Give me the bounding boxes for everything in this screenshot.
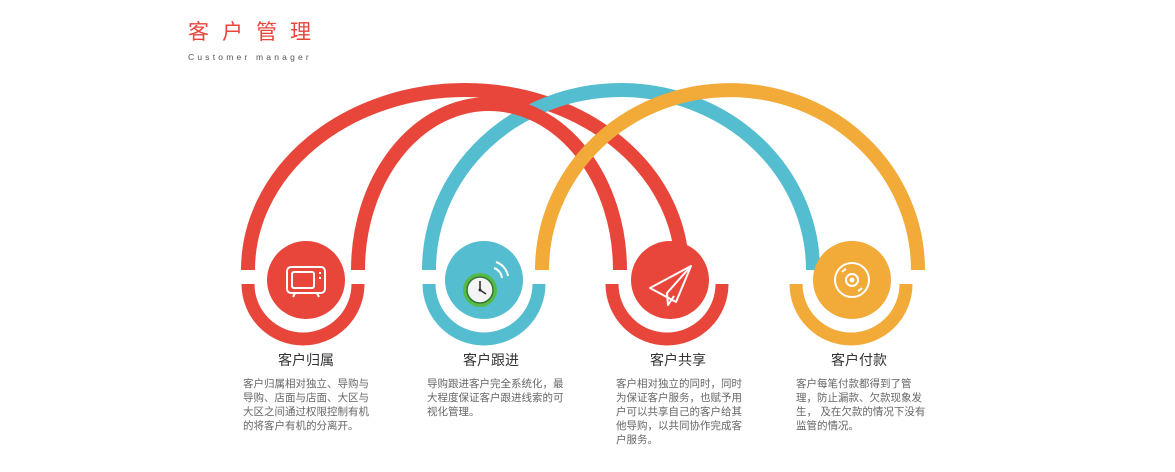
ring-orange-4 <box>789 283 913 346</box>
card-title-customer-follow-up: 客户跟进 <box>463 353 519 369</box>
paper-plane-icon <box>649 265 692 306</box>
ring-teal-2 <box>422 283 546 346</box>
monitor-icon <box>286 266 326 298</box>
page-title: 客户管理 <box>188 20 324 44</box>
arch-red-outer <box>241 83 689 271</box>
page-subtitle: Customer manager <box>188 52 312 62</box>
card-title-customer-payment: 客户付款 <box>831 353 887 369</box>
circle-red-3 <box>631 241 709 319</box>
card-desc-customer-follow-up: 导购跟进客户完全系统化，最大程度保证客户跟进线索的可视化管理。 <box>427 378 564 418</box>
card-desc-customer-ownership: 客户归属相对独立、导购与导购、店面与店面、大区与大区之间通过权限控制有机的将客户… <box>243 378 369 432</box>
clock-icon <box>463 261 509 307</box>
card-title-customer-ownership: 客户归属 <box>278 353 334 369</box>
circle-red-1 <box>267 241 345 319</box>
card-desc-customer-sharing: 客户相对独立的同时，同时为保证客户服务，也赋予用户可以共享自己的客户给其他导购，… <box>616 378 742 446</box>
ring-red-1 <box>241 283 365 346</box>
arch-red-inner <box>351 97 627 271</box>
arch-teal-outer <box>422 83 820 271</box>
arch-orange-outer <box>535 83 925 271</box>
card-title-customer-sharing: 客户共享 <box>650 353 706 369</box>
ring-red-3 <box>605 283 729 346</box>
card-desc-customer-payment: 客户每笔付款都得到了管理，防止漏款、欠款现象发生， 及在欠款的情况下没有监管的情… <box>796 378 926 432</box>
disc-icon <box>834 262 870 298</box>
